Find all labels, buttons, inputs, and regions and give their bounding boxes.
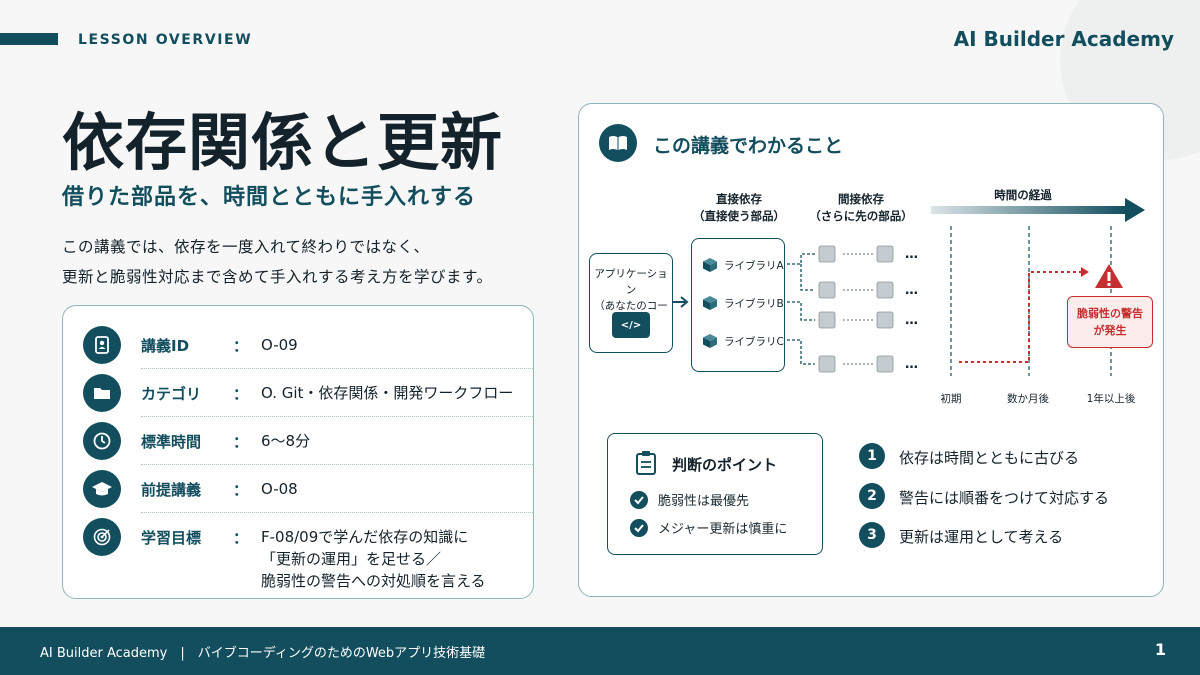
goal-line: 「更新の運用」を足せる／ <box>261 550 442 568</box>
time-label: 1年以上後 <box>1086 393 1136 405</box>
point-text: 警告には順番をつけて対応する <box>899 489 1110 507</box>
info-key: 学習目標 <box>141 529 202 547</box>
info-value: O-09 <box>261 336 298 354</box>
page-title: 依存関係と更新 <box>62 106 504 179</box>
ellipsis: … <box>905 357 918 372</box>
point-number: 3 <box>859 522 885 548</box>
cube-icon <box>703 258 717 272</box>
info-key: 前提講義 <box>141 481 202 499</box>
cube-icon <box>703 334 717 348</box>
brand-logo: AI Builder Academy <box>953 27 1174 51</box>
description-line: この講義では、依存を一度入れて終わりではなく、 <box>62 238 430 256</box>
ellipsis: … <box>905 313 918 328</box>
info-key: 講義ID <box>141 337 190 355</box>
library-label: ライブラリA <box>724 259 784 272</box>
info-key: 標準時間 <box>141 433 202 451</box>
judgement-text: 脆弱性は最優先 <box>658 494 750 509</box>
check-icon <box>630 518 648 537</box>
app-label: アプリケーション <box>594 268 668 296</box>
book-icon <box>599 124 637 162</box>
info-value: O-08 <box>261 480 298 498</box>
description-line: 更新と脆弱性対応まで含めて手入れする考え方を学びます。 <box>62 268 493 286</box>
info-value: 6〜8分 <box>261 432 311 450</box>
divider <box>141 464 533 465</box>
info-colon: ： <box>233 481 249 499</box>
learning-card: この講義でわかること 直接依存 （直接使う部品） 間接依存 （さらに先の部品） … <box>578 103 1164 597</box>
alert-line: が発生 <box>1093 324 1127 337</box>
footer-text: AI Builder Academy | バイブコーディングのためのWebアプリ… <box>40 646 486 661</box>
point-text: 更新は運用として考える <box>899 528 1064 546</box>
point-text: 依存は時間とともに古びる <box>899 449 1080 467</box>
lesson-label: LESSON OVERVIEW <box>78 32 253 48</box>
library-a: ライブラリA <box>702 257 784 273</box>
indirect-dependency-graph <box>787 245 894 373</box>
library-b: ライブラリB <box>702 295 784 311</box>
indirect-dependency-header: 間接依存 （さらに先の部品） <box>801 191 921 225</box>
arrow-right-icon <box>673 296 689 308</box>
info-colon: ： <box>233 433 249 451</box>
divider <box>141 368 533 369</box>
clock-icon <box>83 422 121 460</box>
library-label: ライブラリB <box>724 297 784 310</box>
folder-icon <box>83 374 121 412</box>
check-icon <box>630 490 648 509</box>
judgement-title: 判断のポイント <box>672 456 778 474</box>
ellipsis: … <box>905 247 918 262</box>
indirect-head: 間接依存 <box>838 192 884 206</box>
target-icon <box>83 518 121 556</box>
judgement-item: メジャー更新は慎重に <box>630 518 787 537</box>
divider <box>141 416 533 417</box>
direct-sub: （直接使う部品） <box>693 209 785 223</box>
goal-line: 脆弱性の警告への対処順を言える <box>261 572 486 590</box>
time-arrow <box>931 198 1145 222</box>
divider <box>141 512 533 513</box>
time-label: 数か月後 <box>1007 393 1049 405</box>
info-value: F-08/09で学んだ依存の知識に 「更新の運用」を足せる／ 脆弱性の警告への対… <box>261 526 486 592</box>
graduation-cap-icon <box>83 470 121 508</box>
footer: AI Builder Academy | バイブコーディングのためのWebアプリ… <box>0 627 1200 675</box>
page-subtitle: 借りた部品を、時間とともに手入れする <box>62 185 477 210</box>
code-icon: </> <box>612 312 650 338</box>
learning-card-title: この講義でわかること <box>653 135 844 157</box>
timeline-graph <box>950 226 1112 376</box>
time-header: 時間の経過 <box>994 188 1052 202</box>
direct-dependency-header: 直接依存 （直接使う部品） <box>687 191 791 225</box>
point-number: 2 <box>859 483 885 509</box>
library-label: ライブラリC <box>724 335 784 348</box>
direct-head: 直接依存 <box>716 192 762 206</box>
id-card-icon <box>83 326 121 364</box>
clipboard-icon <box>636 451 656 475</box>
alert-line: 脆弱性の警告 <box>1077 307 1143 320</box>
judgement-item: 脆弱性は最優先 <box>630 490 749 509</box>
judgement-text: メジャー更新は慎重に <box>658 522 788 537</box>
indirect-sub: （さらに先の部品） <box>809 209 913 223</box>
direct-dependency-box: ライブラリA ライブラリB ライブラリC <box>691 238 785 372</box>
vulnerability-alert: 脆弱性の警告 が発生 <box>1067 296 1153 348</box>
point-number: 1 <box>859 443 885 469</box>
judgement-points-box: 判断のポイント 脆弱性は最優先 メジャー更新は慎重に <box>607 433 823 555</box>
ellipsis: … <box>905 283 918 298</box>
library-c: ライブラリC <box>702 333 784 349</box>
info-key: カテゴリ <box>141 385 202 403</box>
warning-icon <box>1095 264 1123 288</box>
accent-bar <box>0 33 58 45</box>
info-value: O. Git・依存関係・開発ワークフロー <box>261 384 514 402</box>
info-colon: ： <box>233 337 249 355</box>
info-colon: ： <box>233 385 249 403</box>
goal-line: F-08/09で学んだ依存の知識に <box>261 528 469 546</box>
time-label: 初期 <box>940 393 962 405</box>
page-number: 1 <box>1154 640 1166 659</box>
cube-icon <box>703 296 717 310</box>
application-box: アプリケーション （あなたのコード） </> <box>589 253 673 353</box>
lesson-info-card: 講義ID ： O-09 カテゴリ ： O. Git・依存関係・開発ワークフロー … <box>62 305 534 599</box>
description: この講義では、依存を一度入れて終わりではなく、 更新と脆弱性対応まで含めて手入れ… <box>62 232 492 292</box>
info-colon: ： <box>233 529 249 547</box>
